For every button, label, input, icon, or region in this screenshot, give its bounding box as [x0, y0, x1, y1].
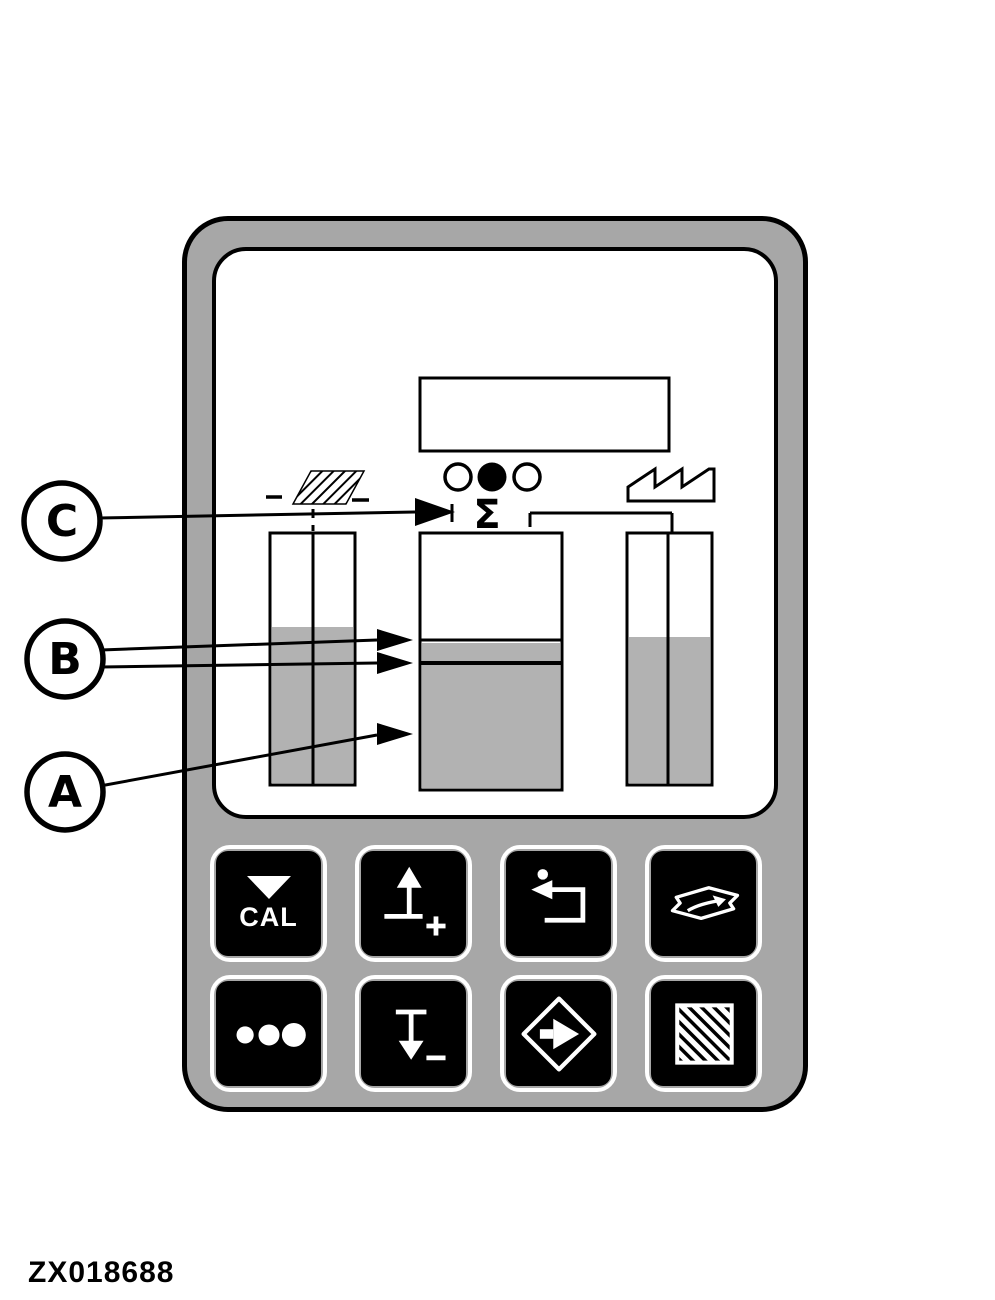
enter-diamond-icon — [520, 995, 597, 1072]
callout-b-circle — [24, 618, 106, 700]
lower-key-well — [355, 975, 472, 1092]
callout-c-circle — [21, 480, 103, 562]
callout-a-label: A — [48, 767, 82, 818]
enter-key[interactable] — [506, 981, 611, 1086]
down-triangle-icon — [246, 876, 291, 899]
up-arrow-plus-icon — [383, 866, 446, 936]
cash-key-well — [645, 845, 762, 962]
hatched-square-icon — [674, 1002, 734, 1065]
callout-b-label: B — [48, 634, 82, 685]
down-arrow-minus-icon — [395, 1009, 446, 1060]
display-panel — [212, 247, 778, 819]
dots-key-well — [210, 975, 327, 1092]
hatch-key[interactable] — [651, 981, 756, 1086]
cal-key-well: CAL — [210, 845, 327, 962]
raise-key[interactable] — [361, 851, 466, 956]
cal-key-label: CAL — [239, 902, 298, 932]
return-key-well — [500, 845, 617, 962]
callout-a-circle — [24, 751, 106, 833]
raise-key-well — [355, 845, 472, 962]
return-key[interactable] — [506, 851, 611, 956]
figure-code: ZX018688 — [28, 1256, 175, 1289]
cal-key[interactable]: CAL — [216, 851, 321, 956]
enter-key-well — [500, 975, 617, 1092]
hatch-key-well — [645, 975, 762, 1092]
banknote-icon — [670, 885, 739, 920]
lower-key[interactable] — [361, 981, 466, 1086]
return-arrow-dot-icon — [530, 868, 585, 923]
callout-c-label: C — [46, 496, 78, 547]
cash-key[interactable] — [651, 851, 756, 956]
three-dots-icon — [236, 1022, 306, 1047]
dots-key[interactable] — [216, 981, 321, 1086]
